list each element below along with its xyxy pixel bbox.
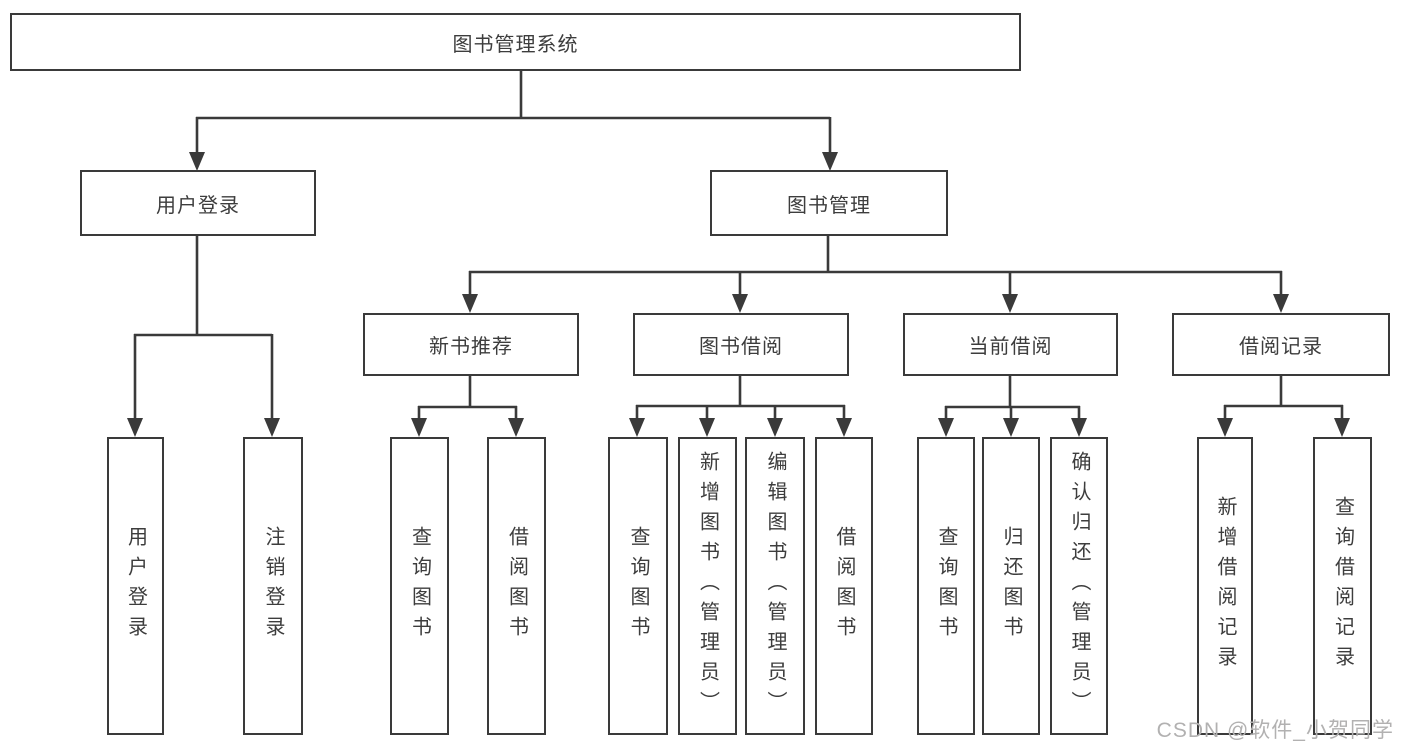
leaf-current-query-book-label: 查询图书 — [935, 526, 957, 646]
leaf-borrow-query-book: 查询图书 — [608, 437, 668, 735]
node-borrow-records: 借阅记录 — [1172, 313, 1390, 376]
leaf-recommend-borrow-book: 借阅图书 — [487, 437, 546, 735]
leaf-borrow-book: 借阅图书 — [815, 437, 873, 735]
node-book-management: 图书管理 — [710, 170, 948, 236]
leaf-return-book: 归还图书 — [982, 437, 1040, 735]
leaf-add-borrow-record-label: 新增借阅记录 — [1214, 496, 1236, 676]
node-current-borrow: 当前借阅 — [903, 313, 1118, 376]
leaf-logout-label: 注销登录 — [262, 526, 284, 646]
leaf-recommend-borrow-book-label: 借阅图书 — [505, 526, 528, 646]
leaf-edit-book-admin: 编辑图书（管理员） — [745, 437, 805, 735]
leaf-user-login-label: 用户登录 — [124, 526, 147, 646]
leaf-logout: 注销登录 — [243, 437, 303, 735]
root-node: 图书管理系统 — [10, 13, 1021, 71]
leaf-edit-book-admin-label: 编辑图书（管理员） — [764, 451, 786, 721]
leaf-query-borrow-record-label: 查询借阅记录 — [1331, 496, 1354, 676]
leaf-recommend-query-book: 查询图书 — [390, 437, 449, 735]
leaf-user-login: 用户登录 — [107, 437, 164, 735]
node-new-book-recommend: 新书推荐 — [363, 313, 579, 376]
leaf-return-book-label: 归还图书 — [1000, 526, 1022, 646]
leaf-borrow-query-book-label: 查询图书 — [627, 526, 649, 646]
leaf-current-query-book: 查询图书 — [917, 437, 975, 735]
leaf-add-borrow-record: 新增借阅记录 — [1197, 437, 1253, 735]
node-user-login: 用户登录 — [80, 170, 316, 236]
leaf-recommend-query-book-label: 查询图书 — [408, 526, 431, 646]
leaf-add-book-admin-label: 新增图书（管理员） — [696, 451, 719, 721]
leaf-confirm-return-admin: 确认归还（管理员） — [1050, 437, 1108, 735]
leaf-add-book-admin: 新增图书（管理员） — [678, 437, 737, 735]
watermark: CSDN @软件_小贺同学 — [1156, 719, 1394, 742]
leaf-borrow-book-label: 借阅图书 — [833, 526, 855, 646]
node-book-borrow: 图书借阅 — [633, 313, 849, 376]
leaf-confirm-return-admin-label: 确认归还（管理员） — [1068, 451, 1090, 721]
leaf-query-borrow-record: 查询借阅记录 — [1313, 437, 1372, 735]
